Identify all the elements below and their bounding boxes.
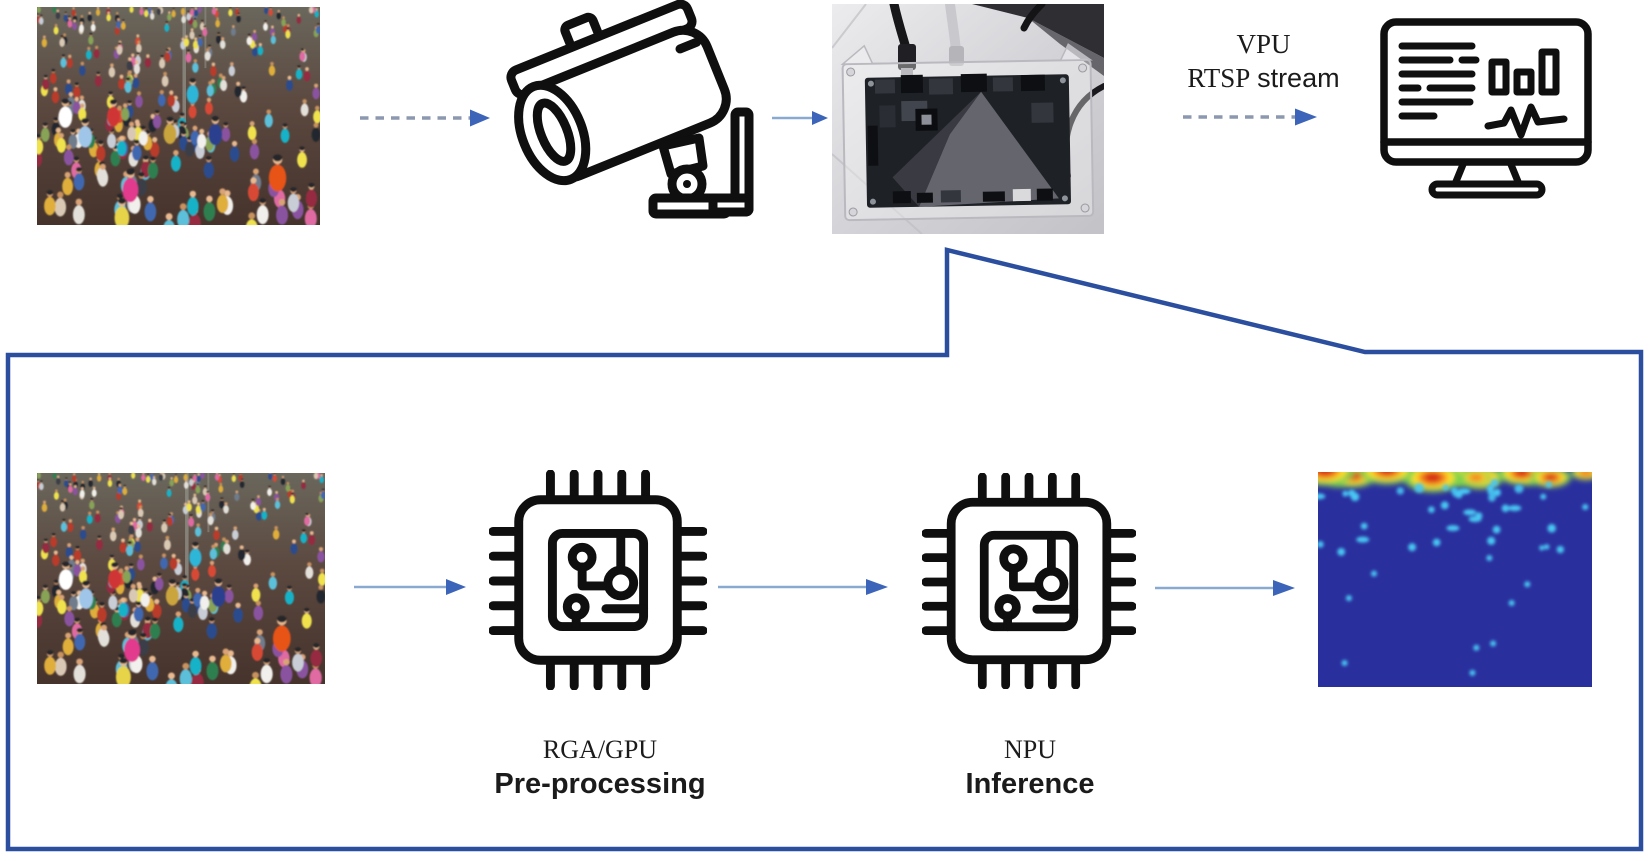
rtsp-text: RTSP bbox=[1187, 63, 1251, 93]
flow-arrow-preproc-to-npu bbox=[718, 579, 888, 595]
chip-icon-npu bbox=[922, 472, 1136, 690]
cctv-camera-icon bbox=[506, 0, 754, 219]
rga-gpu-text: RGA/GPU bbox=[542, 735, 658, 764]
stage2-label: NPU Inference bbox=[880, 734, 1180, 802]
monitor-dashboard-icon bbox=[1380, 18, 1592, 199]
vpu-text: VPU bbox=[1236, 29, 1291, 59]
flow-arrow-npu-to-heatmap bbox=[1155, 580, 1295, 596]
inference-text: Inference bbox=[965, 768, 1095, 800]
rtsp-stream-text: RTSP stream bbox=[1126, 61, 1401, 95]
density-heatmap-output bbox=[1318, 472, 1592, 687]
dev-board-photo bbox=[832, 4, 1104, 234]
stream-text: stream bbox=[1257, 63, 1340, 93]
npu-text: NPU bbox=[1003, 735, 1056, 764]
dashed-flow-arrow-capture bbox=[360, 109, 490, 127]
flow-arrow-image-to-preproc bbox=[354, 579, 466, 595]
vpu-rtsp-stream-label: VPU RTSP stream bbox=[1126, 27, 1401, 95]
pre-processing-text: Pre-processing bbox=[494, 768, 706, 800]
crowd-input-photo bbox=[37, 7, 320, 225]
chip-icon-rga-gpu bbox=[489, 470, 707, 690]
flow-arrow-camera-to-board bbox=[772, 111, 828, 125]
crowd-input-photo-detail bbox=[37, 473, 325, 684]
dashed-flow-arrow-rtsp bbox=[1183, 108, 1317, 126]
stage1-label: RGA/GPU Pre-processing bbox=[450, 734, 750, 802]
